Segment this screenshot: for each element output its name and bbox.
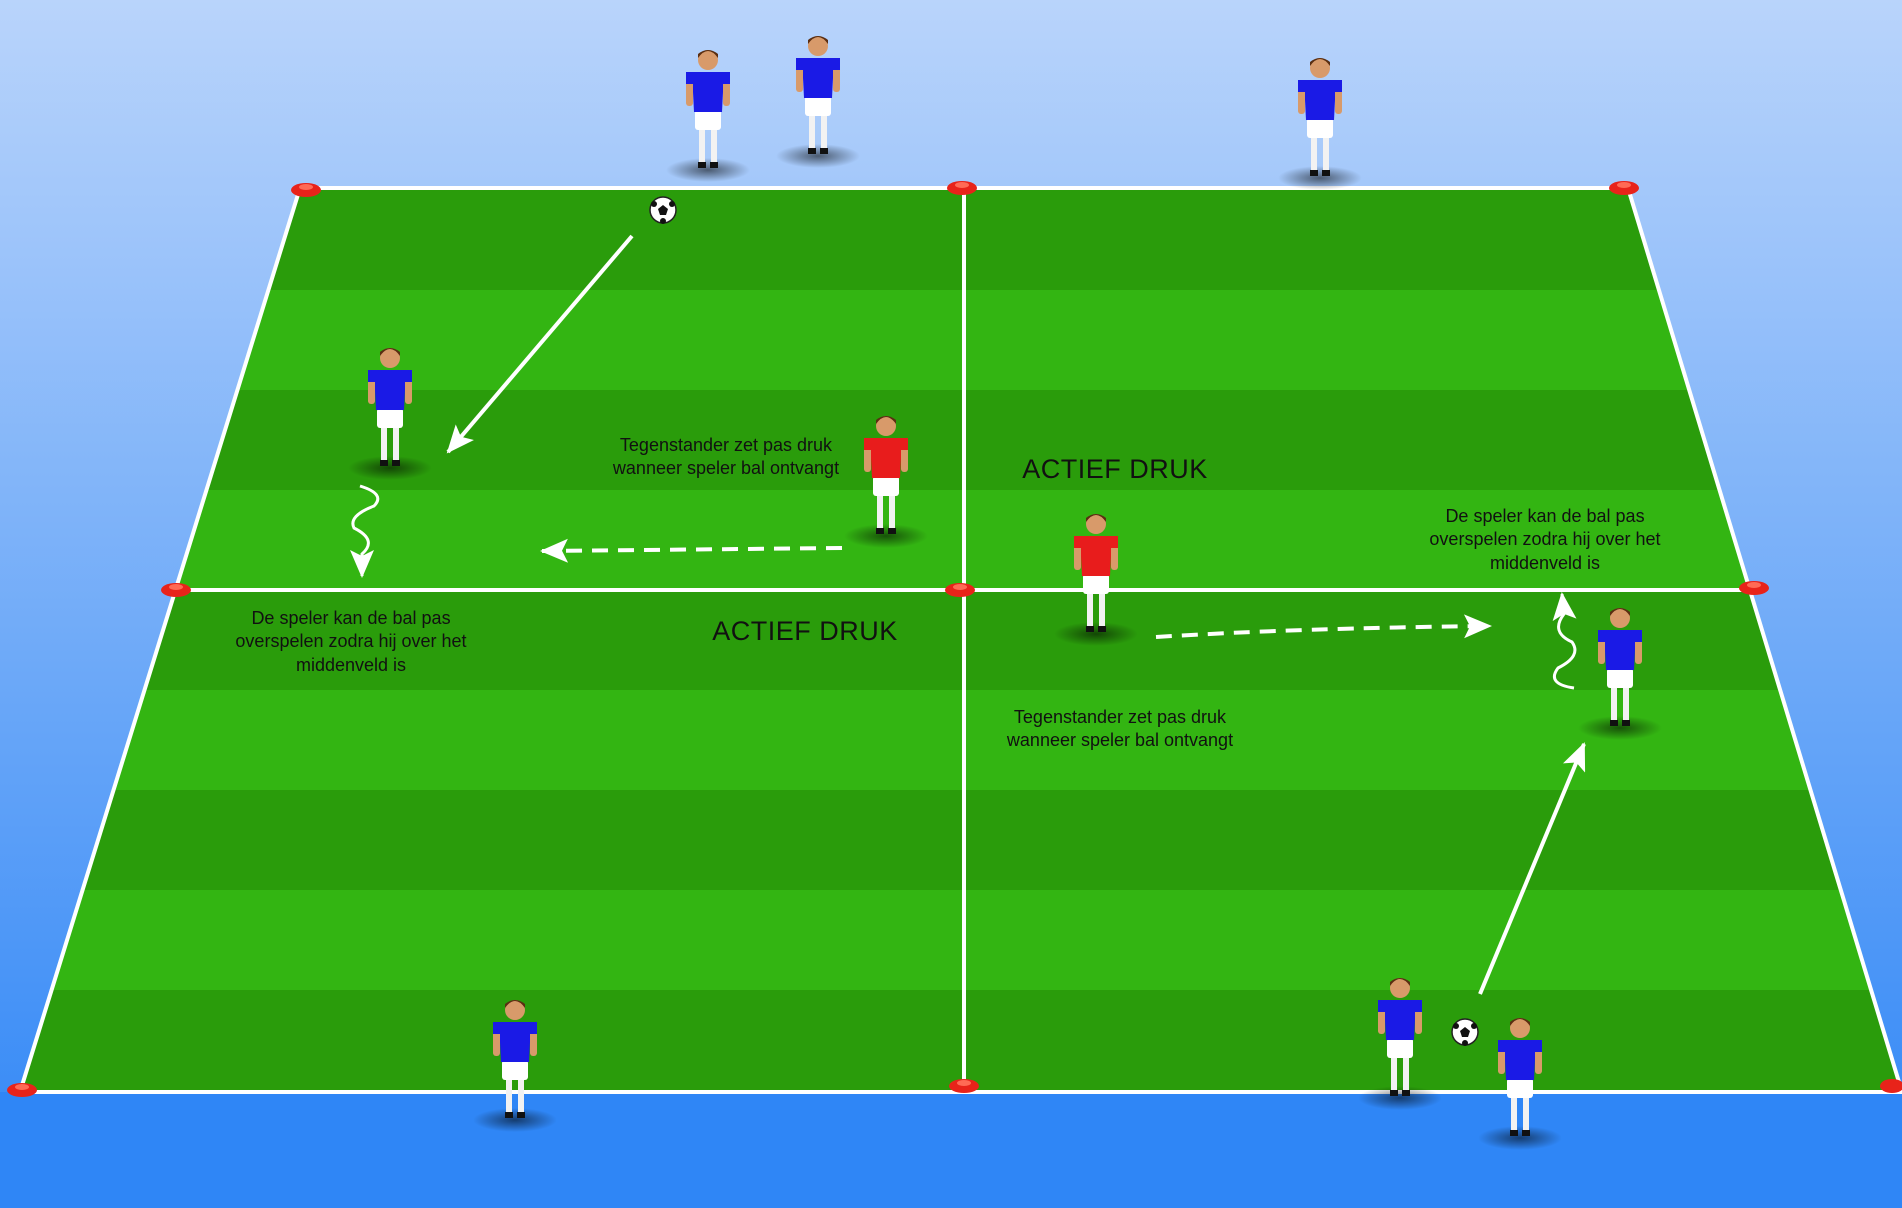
player-red-icon [1054, 514, 1138, 646]
player-blue-icon [473, 1000, 557, 1132]
player-blue-icon [1278, 58, 1362, 190]
cone-icon [945, 583, 975, 597]
pass-arrow-icon [1478, 742, 1586, 995]
dribble-arrow-icon [1552, 592, 1577, 690]
cone-icon [949, 1079, 979, 1093]
player-blue-icon [1578, 608, 1662, 740]
player-blue-icon [348, 348, 432, 480]
player-blue-icon [1478, 1018, 1562, 1150]
cone-icon [1880, 1079, 1902, 1093]
football-icon [649, 196, 677, 224]
run-arrow-icon [1155, 614, 1492, 639]
pass-arrow-icon [446, 234, 634, 454]
pitch [20, 188, 1902, 1092]
note-left-opponent: Tegenstander zet pas druk wanneer speler… [612, 435, 840, 479]
football-icon [1451, 1018, 1479, 1046]
player-blue-icon [1358, 978, 1442, 1110]
pressure-label-top: ACTIEF DRUK [1022, 454, 1208, 484]
dribble-arrow-icon [350, 484, 380, 578]
pressure-label-bottom: ACTIEF DRUK [712, 616, 898, 646]
note-left-player: De speler kan de bal pas overspelen zodr… [235, 608, 467, 675]
ground-band [0, 1092, 1902, 1208]
cone-icon [161, 583, 191, 597]
player-blue-icon [776, 36, 860, 168]
cone-icon [1739, 581, 1769, 595]
cone-icon [947, 181, 977, 195]
note-right-opponent: Tegenstander zet pas druk wanneer speler… [1006, 707, 1234, 751]
note-right-player: De speler kan de bal pas overspelen zodr… [1429, 506, 1661, 573]
player-red-icon [844, 416, 928, 548]
arrows [350, 234, 1586, 995]
players [348, 36, 1662, 1150]
player-blue-icon [666, 50, 750, 182]
cone-icon [1609, 181, 1639, 195]
cones [7, 181, 1902, 1097]
cone-icon [7, 1083, 37, 1097]
cone-icon [291, 183, 321, 197]
